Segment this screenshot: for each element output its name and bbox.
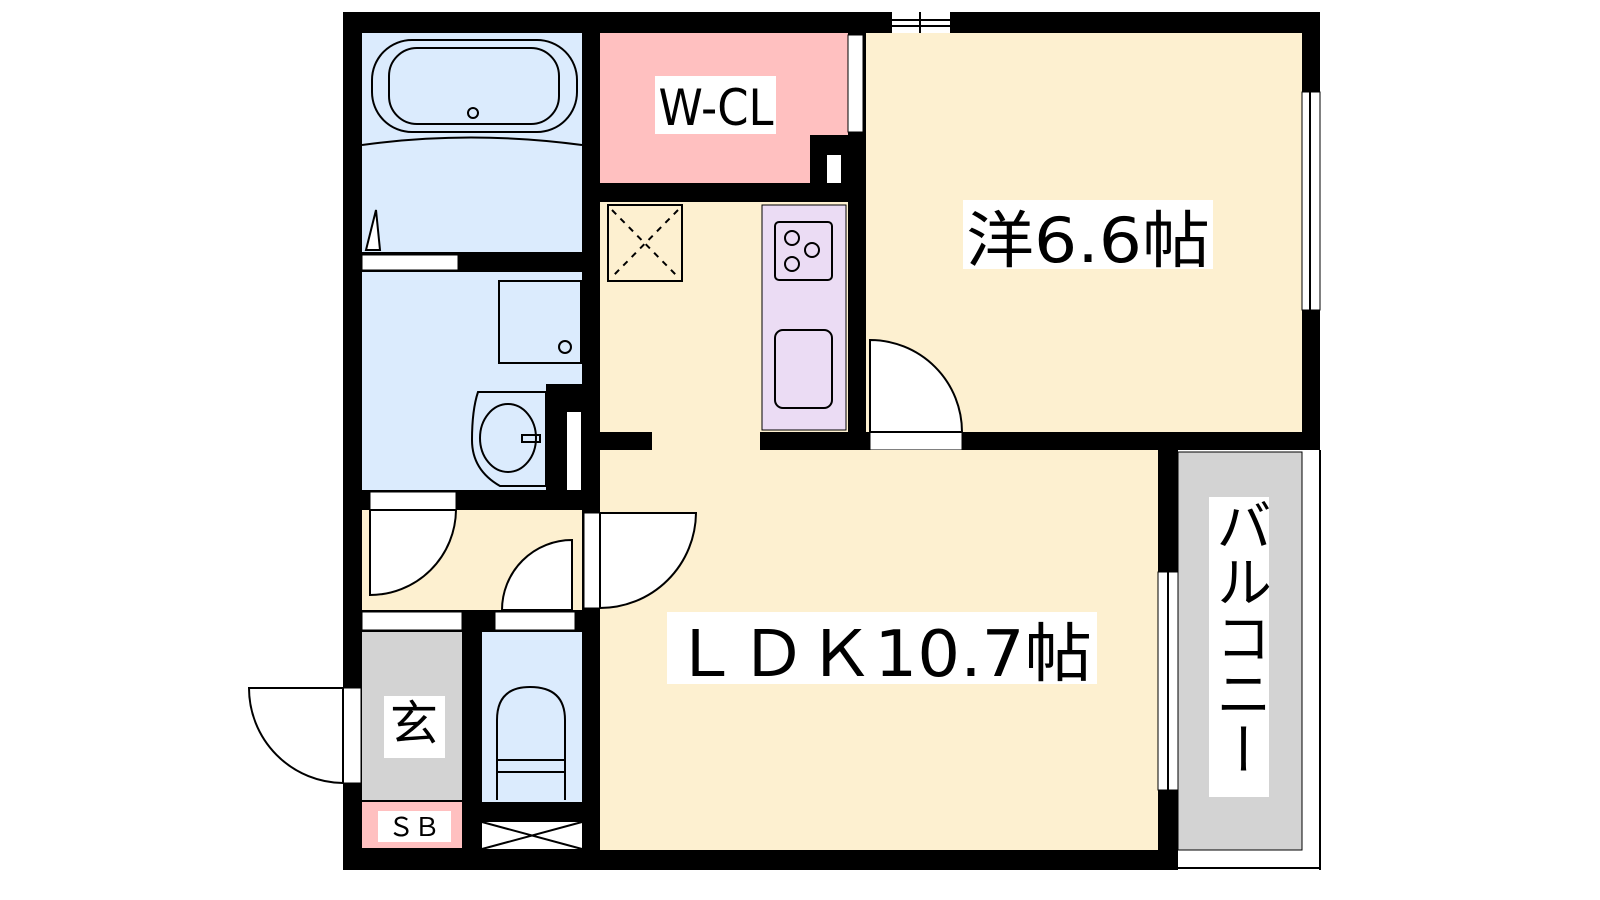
faucet-icon <box>521 434 541 443</box>
western-room-label: 洋6.6帖 <box>966 204 1210 277</box>
bathroom <box>362 33 582 252</box>
wall-opening <box>827 155 841 183</box>
sink-icon <box>774 329 833 409</box>
entrance-label: 玄 <box>390 696 438 752</box>
door-swing-icon <box>364 209 382 251</box>
door-swing-icon <box>500 538 573 611</box>
toilet-tank <box>496 759 566 773</box>
balcony-label-bg <box>1209 497 1269 797</box>
western-room-label-bg <box>963 200 1213 269</box>
toilet-door[interactable] <box>494 611 576 631</box>
entrance-label-bg <box>384 696 445 758</box>
window-frame <box>892 12 950 33</box>
closet-label: W-CL <box>659 79 774 137</box>
wall <box>848 183 866 452</box>
washing-machine-icon <box>498 280 582 364</box>
entrance-step <box>361 611 463 631</box>
wall-opening <box>567 412 581 490</box>
bathtub-icon <box>371 39 578 133</box>
toilet-icon <box>496 685 566 800</box>
bath-door[interactable] <box>361 254 459 271</box>
bathtub-edge <box>361 136 583 146</box>
door-swing-icon <box>869 338 964 433</box>
burner-icon <box>804 242 820 258</box>
closet-label-bg <box>655 76 776 134</box>
closet-door[interactable] <box>847 34 864 133</box>
storage-cross <box>481 821 583 850</box>
washroom-door[interactable] <box>369 491 457 511</box>
front-door[interactable] <box>342 687 362 784</box>
stove-icon <box>774 221 833 281</box>
ldk-label: ＬＤＫ10.7帖 <box>672 618 1092 692</box>
shoe-box-label-bg <box>378 811 451 842</box>
drain-icon <box>467 107 479 119</box>
fridge-cross <box>611 209 679 278</box>
ldk-door[interactable] <box>583 512 601 609</box>
balcony-label: バルコニー <box>1207 497 1272 777</box>
sink-basin <box>479 403 537 473</box>
bedroom-door[interactable] <box>869 431 963 451</box>
ldk-label-bg <box>667 612 1097 684</box>
door-swing-icon <box>369 509 458 597</box>
wall <box>962 432 1320 450</box>
door-swing-icon <box>247 687 344 785</box>
door-swing-icon <box>599 512 698 610</box>
wall <box>760 432 866 450</box>
balcony-edge <box>1178 450 1321 870</box>
burner-icon <box>784 256 800 272</box>
wall <box>600 432 652 450</box>
burner-icon <box>784 230 800 246</box>
sink-icon <box>470 391 547 487</box>
shoe-box-label: ＳＢ <box>388 813 440 843</box>
washing-machine-drain <box>558 340 572 354</box>
fridge-space <box>607 204 683 282</box>
bathtub-inner <box>388 47 560 125</box>
